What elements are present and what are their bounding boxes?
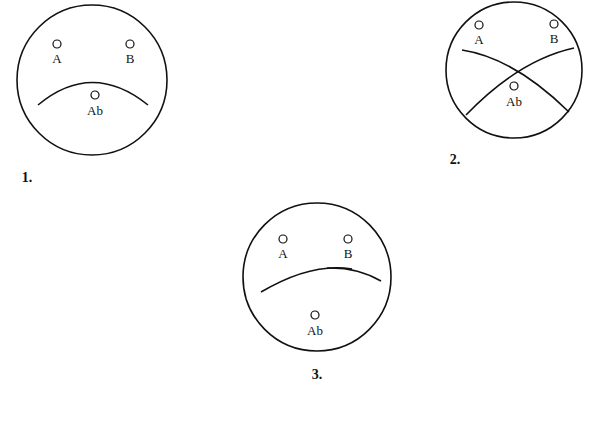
diffusion-dish: A B Ab 2. [442,0,586,182]
well-label: A [474,33,483,46]
dish-outline [239,199,395,395]
sample-well [91,91,99,99]
well-label: Ab [307,324,323,337]
sample-well [279,235,287,243]
sample-well [344,235,352,243]
precipitin-line [38,83,148,106]
sample-well [126,40,134,48]
dish-outline [13,1,171,199]
well-label: B [344,247,353,260]
diffusion-dish: A B Ab 1. [13,1,171,199]
dish-outline [442,0,586,182]
dish-rim [17,5,167,155]
sample-well [475,21,483,29]
precipitin-line [261,268,352,292]
precipitin-line [327,268,381,281]
well-label: A [278,247,287,260]
sample-well [311,311,319,319]
pattern-number: 2. [450,153,461,167]
well-label: Ab [506,95,522,108]
dish-rim [446,2,582,138]
dish-rim [243,203,391,351]
pattern-number: 3. [312,368,323,382]
precipitin-line [466,48,574,115]
diffusion-dish: A B Ab 3. [239,199,395,395]
sample-well [510,82,518,90]
pattern-number: 1. [22,171,33,185]
well-label: B [550,32,559,45]
well-label: B [126,52,135,65]
sample-well [53,40,61,48]
well-label: Ab [87,104,103,117]
well-label: A [52,52,61,65]
sample-well [550,20,558,28]
